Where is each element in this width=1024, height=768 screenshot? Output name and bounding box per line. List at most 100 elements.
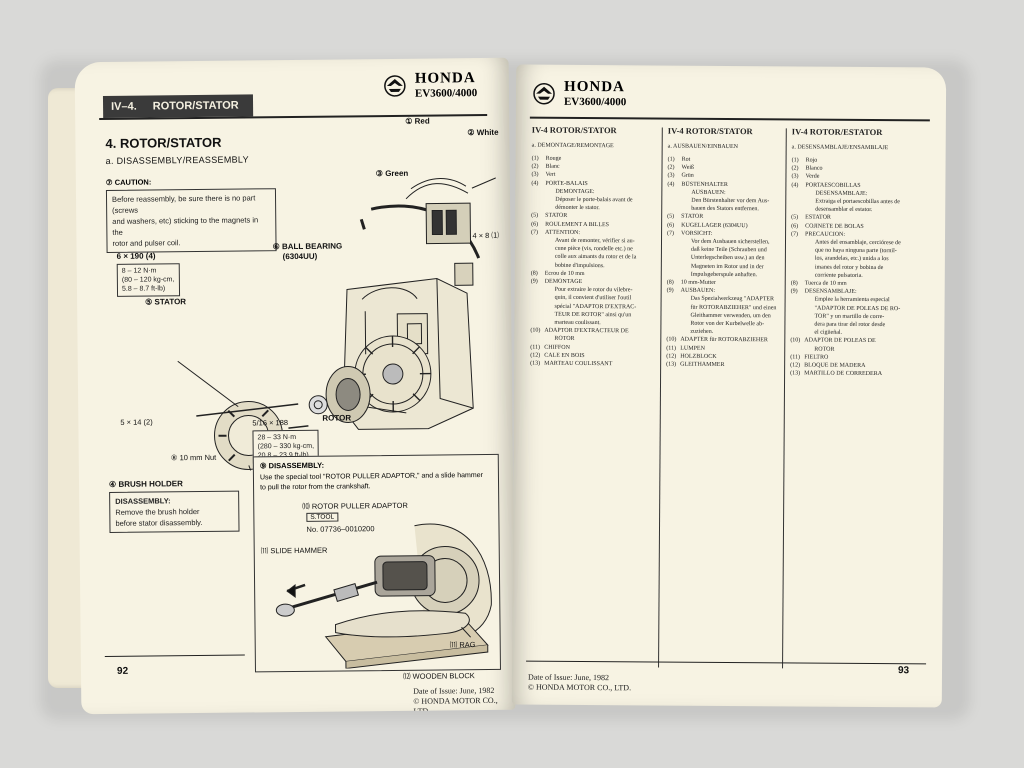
item-text: HOLZBLOCK — [680, 353, 717, 360]
item-text: spécial "ADAPTOR D'EXTRAC- — [554, 303, 637, 311]
label-green: ③ Green — [375, 168, 409, 179]
item-number: (12) — [790, 362, 801, 369]
left-brand: HONDA — [414, 70, 476, 87]
column-item: (10)ADAPTOR DE POLEAS DE — [790, 337, 900, 346]
item-text: bauen des Stators entfernen. — [691, 205, 759, 213]
item-text: BÜSTENHALTER — [681, 181, 728, 188]
item-text: colle aux aimants du rotor et de la — [554, 254, 637, 261]
item-text: BLOQUE DE MADERA — [804, 362, 866, 370]
left-model: EV3600/4000 — [414, 87, 478, 100]
item-text: Déposer le porte-balais avant de — [555, 196, 633, 204]
item-number: (1) — [531, 155, 539, 162]
right-honda-logo: HONDA EV3600/4000 — [530, 79, 627, 109]
column-item: (13)MARTILLO DE CORREDERA — [790, 370, 900, 379]
right-footer-date: Date of Issue: June, 1982 — [527, 672, 610, 683]
item-text: Grün — [681, 173, 694, 180]
item-text: Rot — [681, 156, 691, 163]
item-text: marteau coulissant. — [554, 319, 601, 327]
label-red: ① Red — [405, 116, 430, 126]
item-number: (5) — [791, 214, 799, 221]
item-text: Verde — [805, 173, 820, 181]
item-text: PRECAUCION: — [805, 231, 846, 238]
item-text: ROTOR — [814, 346, 835, 353]
item-number: (3) — [531, 172, 539, 179]
item-number: (8) — [666, 279, 674, 286]
item-number: (12) — [666, 353, 677, 360]
brush-disassembly-box: DISASSEMBLY: Remove the brush holder bef… — [109, 490, 240, 533]
column-title: IV-4 ROTOR/ESTATOR — [791, 126, 883, 138]
item-number: (4) — [531, 180, 539, 187]
item-text: Antes del ensamblaje, cerciórese de — [814, 239, 901, 247]
item-text: imanes del rotor y bobina de — [814, 264, 884, 271]
item-text: Unterlegscheiben usw.) an den — [690, 255, 765, 262]
right-footer-rule — [526, 660, 927, 665]
column-item: Unterlegscheiben usw.) an den — [667, 254, 777, 263]
item-text: ROTOR — [554, 336, 575, 343]
item-text: ATTENTION: — [545, 229, 581, 236]
item-number: (7) — [667, 230, 675, 237]
item-text: STATOR — [681, 214, 704, 221]
item-text: ROULEMENT A BILLES — [545, 221, 610, 228]
item-number: (5) — [531, 213, 539, 220]
right-page-number: 93 — [897, 665, 910, 677]
item-text: quin, il convient d'utiliser l'outil — [554, 295, 632, 302]
item-text: PORTAESCOBILLAS — [805, 182, 861, 189]
item-text: STATOR — [545, 213, 568, 220]
disassembly-line: to pull the rotor from the crankshaft. — [260, 483, 371, 492]
column-title: IV-4 ROTOR/STATOR — [667, 125, 753, 137]
item-text: desensamblar el estator. — [815, 206, 873, 214]
column-item: colle aux aimants du rotor et de la — [531, 253, 637, 262]
column-german: IV-4 ROTOR/STATOR a. AUSBAUEN/EINBAUEN (… — [666, 126, 778, 370]
column-subtitle: a. AUSBAUEN/EINBAUEN — [667, 143, 739, 151]
item-text: AUSBAUEN: — [691, 189, 726, 196]
disassembly-box: ⑨ DISASSEMBLY: Use the special tool "ROT… — [252, 453, 501, 673]
left-footer-rule — [104, 654, 245, 658]
item-text: DESENSAMBLAJE: — [804, 288, 857, 296]
item-text: Vert — [545, 172, 556, 179]
item-text: daß keine Teile (Schrauben und — [690, 246, 767, 254]
label-bolt-5x14: 5 × 14 (2) — [120, 417, 153, 427]
right-page: HONDA EV3600/4000 IV-4 ROTOR/STATOR a. D… — [511, 64, 947, 708]
item-text: Impulsgeberspule anhaften. — [690, 271, 758, 279]
item-number: (7) — [531, 229, 539, 236]
label-ball-bearing-code: (6304UU) — [282, 251, 318, 262]
item-text: LUMPEN — [680, 345, 705, 352]
item-number: (1) — [667, 156, 675, 163]
item-text: Blanco — [805, 165, 823, 172]
item-text: Das Spezialwerkzeug "ADAPTER — [690, 296, 775, 303]
item-number: (13) — [666, 361, 677, 368]
item-text: Rotor von der Kurbelwelle ab- — [690, 320, 765, 328]
item-text: 10 mm-Mutter — [680, 279, 716, 286]
left-page: HONDA EV3600/4000 IV–4. ROTOR/STATOR 4. … — [74, 57, 516, 715]
column-item: Emplee la herramienta especial — [791, 296, 901, 305]
item-number: (2) — [531, 163, 539, 170]
item-text: DEMONTAGE: — [555, 188, 595, 195]
honda-wing-icon — [533, 82, 555, 104]
item-number: (13) — [790, 370, 801, 377]
item-text: KUGELLAGER (6304UU) — [681, 222, 748, 229]
item-text: VORSICHT: — [681, 230, 713, 237]
puller-diagram — [275, 523, 492, 670]
item-text: Pour extraire le rotor du vilebre- — [554, 287, 633, 294]
item-text: Gleithammer verwenden, um den — [690, 312, 771, 320]
label-wooden-block: ⑿ WOODEN BLOCK — [402, 671, 475, 681]
column-items: (1)Rojo(2)Blanco(3)Verde(4)PORTAESCOBILL… — [790, 156, 901, 378]
item-number: (5) — [667, 213, 675, 221]
spec-line: (80 – 120 kg-cm, — [121, 276, 175, 284]
left-honda-logo: HONDA EV3600/4000 — [381, 70, 478, 100]
exploded-diagram — [177, 177, 497, 472]
item-text: Rojo — [805, 157, 818, 164]
item-text: zuziehen. — [690, 328, 714, 336]
column-item: Das Spezialwerkzeug "ADAPTER — [667, 295, 777, 304]
column-divider-2 — [782, 128, 787, 669]
item-number: (2) — [791, 165, 799, 172]
item-text: Extraiga el portaescobillas antes de — [815, 198, 900, 206]
item-text: Avant de remonter, vérifier si au- — [554, 237, 635, 245]
item-number: (8) — [790, 280, 798, 287]
label-bolt-5-16: 5/16 × 188 — [252, 418, 289, 428]
item-text: ADAPTER für ROTORABZIEHER — [680, 337, 768, 344]
item-text: AUSBAUEN: — [680, 287, 716, 295]
right-model: EV3600/4000 — [563, 95, 627, 109]
